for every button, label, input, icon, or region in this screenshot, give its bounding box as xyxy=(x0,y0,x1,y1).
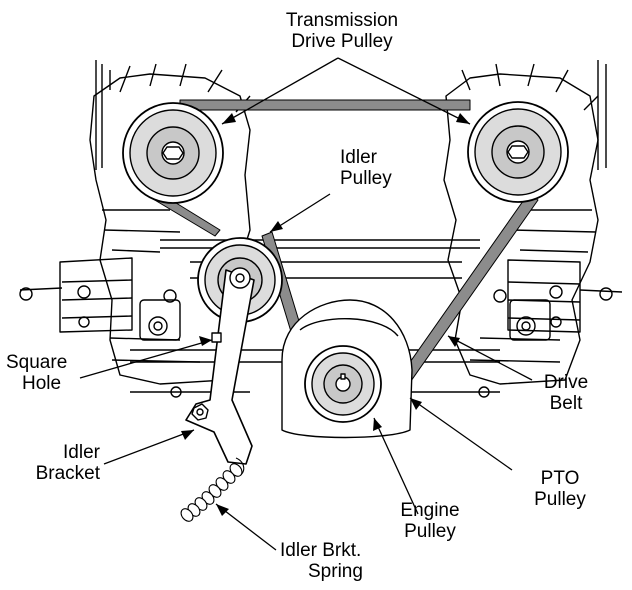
label-line: Idler xyxy=(340,147,377,168)
label-line: Bracket xyxy=(35,463,100,484)
label-square-hole: Square Hole xyxy=(6,352,67,394)
label-line: Pulley xyxy=(404,521,456,542)
label-line: Idler Brkt. xyxy=(280,540,362,561)
label-line: Square xyxy=(6,352,68,373)
engine-pulley xyxy=(304,345,382,423)
label-transmission-drive-pulley: Transmission Drive Pulley xyxy=(272,10,412,52)
leader-transmission-right xyxy=(337,57,471,125)
label-idler-brkt-spring: Idler Brkt. Spring xyxy=(280,540,363,582)
label-line: Belt xyxy=(549,393,583,414)
label-drive-belt: Drive Belt xyxy=(536,372,596,414)
label-line: Transmission xyxy=(285,10,399,31)
left-transmission-drive-pulley xyxy=(122,102,224,204)
leader-transmission-left xyxy=(221,57,339,125)
leader-drive-belt xyxy=(447,335,533,381)
label-idler-pulley: Idler Pulley xyxy=(340,147,392,189)
square-hole xyxy=(211,332,222,343)
idler-bracket xyxy=(185,267,255,465)
label-line: Idler xyxy=(63,442,100,463)
label-line: Pulley xyxy=(534,489,586,510)
leader-pto-pulley xyxy=(409,397,513,471)
label-line: Spring xyxy=(308,561,363,582)
arrowheads xyxy=(181,113,470,516)
label-line: Engine xyxy=(400,500,460,521)
label-line: Pulley xyxy=(340,168,392,189)
right-transmission-housing xyxy=(443,60,607,398)
idler-bracket-spring xyxy=(180,457,245,522)
label-line: PTO xyxy=(540,468,580,489)
leader-idler-bracket xyxy=(103,429,195,465)
leader-engine-pulley xyxy=(373,417,419,515)
label-line: Hole xyxy=(22,373,62,394)
label-line: Drive Pulley xyxy=(291,31,393,52)
label-line: Drive xyxy=(543,372,589,393)
right-transmission-drive-pulley xyxy=(467,101,569,203)
label-pto-pulley: PTO Pulley xyxy=(520,468,600,510)
label-idler-bracket: Idler Bracket xyxy=(6,442,100,484)
label-engine-pulley: Engine Pulley xyxy=(388,500,472,542)
leader-square-hole xyxy=(79,339,213,379)
